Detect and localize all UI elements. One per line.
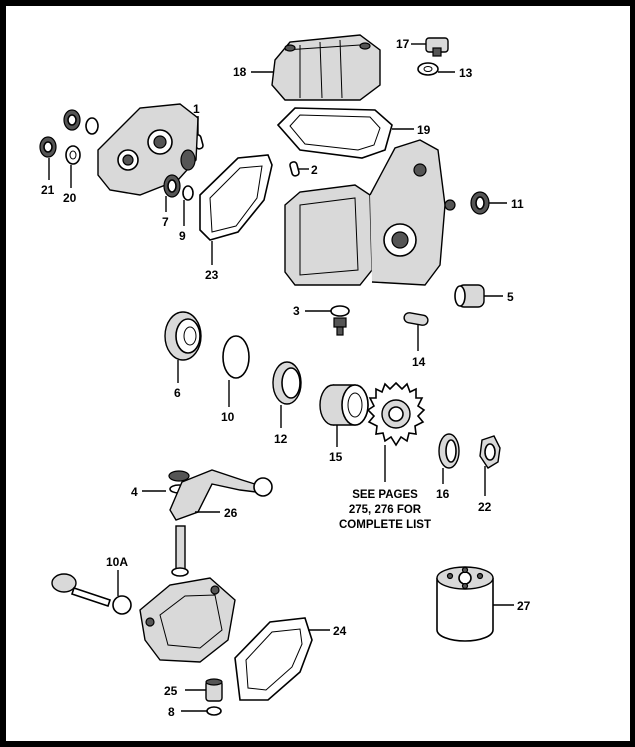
leader-lines — [48, 43, 514, 712]
callout-24: 24 — [333, 624, 347, 638]
callout-25: 25 — [164, 684, 178, 698]
part-sprocket — [366, 381, 426, 447]
callout-19: 19 — [417, 123, 431, 137]
part-pin-2 — [289, 161, 300, 177]
callout-11: 11 — [511, 197, 524, 211]
part-side-cover — [97, 103, 199, 196]
callout-3: 3 — [293, 304, 300, 318]
part-ring-9 — [182, 185, 194, 201]
part-retaining-ring-10 — [222, 335, 250, 379]
callout-8: 8 — [168, 705, 175, 719]
part-bushing-5 — [454, 284, 485, 308]
note-line-2: 275, 276 FOR — [349, 504, 422, 516]
callout-15: 15 — [329, 450, 343, 464]
part-seal-12 — [272, 361, 302, 405]
part-dipstick — [51, 573, 112, 608]
part-bearing-7 — [163, 174, 181, 198]
callout-1: 1 — [193, 102, 200, 116]
callout-22: 22 — [478, 500, 492, 514]
callout-9: 9 — [179, 229, 186, 243]
part-seal-21 — [39, 136, 57, 158]
part-side-gasket — [199, 154, 273, 241]
part-o-ring-10a — [112, 595, 132, 615]
part-shifter-housing — [139, 577, 236, 663]
callout-26: 26 — [224, 506, 238, 520]
part-washer-13 — [417, 62, 439, 76]
part-washer-8 — [206, 706, 222, 716]
callout-10a: 10A — [106, 555, 128, 569]
part-bearing-15 — [319, 384, 369, 426]
note-line-1: SEE PAGES — [352, 489, 418, 501]
note-line-3: COMPLETE LIST — [339, 519, 431, 531]
part-seal-20 — [65, 145, 81, 165]
callout-7: 7 — [162, 215, 169, 229]
part-transmission-housing — [284, 139, 456, 286]
part-top-cover — [271, 34, 381, 101]
part-bearing-top — [180, 149, 196, 171]
callout-20: 20 — [63, 191, 77, 205]
callout-16: 16 — [436, 487, 450, 501]
part-seals-top — [63, 109, 99, 135]
part-housing-gasket — [234, 617, 313, 701]
see-pages-note: SEE PAGES 275, 276 FOR COMPLETE LIST — [339, 489, 431, 531]
callout-12: 12 — [274, 432, 288, 446]
callout-27: 27 — [517, 599, 531, 613]
callout-6: 6 — [174, 386, 181, 400]
part-cover-gasket — [276, 107, 393, 159]
callout-13: 13 — [459, 66, 473, 80]
callout-17: 17 — [396, 37, 410, 51]
part-dowel-14 — [403, 312, 429, 326]
part-seal-6 — [164, 311, 202, 361]
callout-10: 10 — [221, 410, 235, 424]
callout-23: 23 — [205, 268, 219, 282]
part-seal-11 — [470, 191, 490, 215]
callout-14: 14 — [412, 355, 426, 369]
callout-21: 21 — [41, 183, 55, 197]
callout-2: 2 — [311, 163, 318, 177]
callout-4: 4 — [131, 485, 138, 499]
part-oil-filter — [436, 566, 494, 642]
part-nut-22 — [479, 435, 501, 469]
part-switch-25 — [205, 678, 223, 702]
part-lock-ring-16 — [438, 433, 460, 469]
callout-5: 5 — [507, 290, 514, 304]
part-shift-lever — [168, 469, 273, 577]
part-sensor — [425, 37, 449, 57]
callout-18: 18 — [233, 65, 247, 79]
part-drain-plug — [330, 305, 350, 336]
